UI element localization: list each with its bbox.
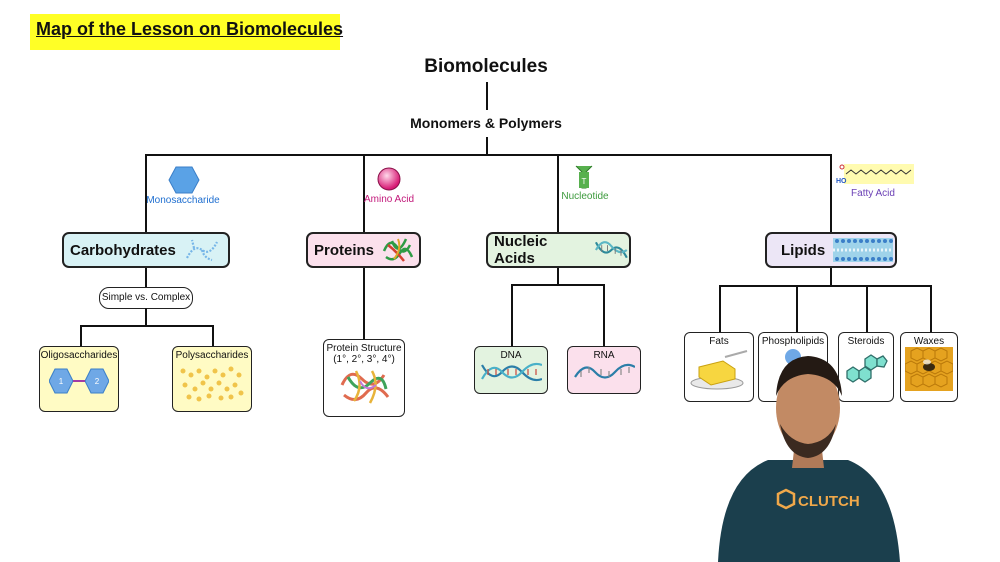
fats-box: Fats <box>684 332 754 402</box>
title-highlight <box>30 14 340 50</box>
category-proteins: Proteins <box>306 232 421 268</box>
dna-helix-icon <box>595 241 629 259</box>
connector-rna <box>603 284 605 347</box>
clutch-logo-icon <box>776 488 796 510</box>
honeycomb-bee-icon <box>904 347 954 391</box>
dna-label: DNA <box>500 350 522 361</box>
protein-ribbon-icon <box>382 238 414 262</box>
category-proteins-label: Proteins <box>314 241 375 259</box>
category-carbohydrates: Carbohydrates <box>62 232 230 268</box>
connector-carb-bar <box>80 325 213 327</box>
connector-lip-split <box>830 268 832 286</box>
oligosaccharides-label: Oligosaccharides <box>40 350 118 361</box>
monosaccharide-hexagon-icon <box>168 166 200 194</box>
protein-structure-label-line2: (1°, 2°, 3°, 4°) <box>333 354 395 365</box>
presenter-video-overlay: CLUTCH <box>718 356 900 562</box>
rna-label: RNA <box>593 350 615 361</box>
butter-dish-icon <box>690 350 748 390</box>
category-lipids-label: Lipids <box>781 241 826 259</box>
monosaccharide-label: Monosaccharide <box>146 195 220 206</box>
protein-structure-box: Protein Structure (1°, 2°, 3°, 4°) <box>323 339 405 417</box>
connector-prot <box>363 154 365 232</box>
connector-carb-pill <box>145 268 147 287</box>
lesson-title: Map of the Lesson on Biomolecules <box>36 19 344 39</box>
steroid-rings-icon <box>846 354 888 383</box>
fats-label: Fats <box>709 336 729 347</box>
oligo-unit-1: 1 <box>59 377 64 386</box>
connector-carb <box>145 154 147 232</box>
category-carbohydrates-label: Carbohydrates <box>70 241 176 259</box>
amino-acid-sphere-icon <box>377 167 401 191</box>
connector-lip-bar <box>719 285 932 287</box>
root-node-biomolecules: Biomolecules <box>424 56 548 77</box>
connector-main-bar <box>145 154 832 156</box>
disaccharide-icon: 1 2 <box>48 368 110 394</box>
simple-vs-complex-pill: Simple vs. Complex <box>99 287 193 309</box>
connector-steroids <box>866 285 868 332</box>
rna-box: RNA <box>567 346 641 394</box>
polysaccharide-network-icon <box>180 366 244 402</box>
connector-phospholipids <box>796 285 798 332</box>
connector-waxes <box>930 285 932 332</box>
connector-lip <box>830 154 832 232</box>
connector-nuc-bar <box>511 284 605 286</box>
amino-acid-label: Amino Acid <box>363 194 415 205</box>
quaternary-protein-icon <box>340 370 390 404</box>
presenter-shirt-text: CLUTCH <box>798 493 860 510</box>
category-lipids: Lipids <box>765 232 897 268</box>
connector-oligo <box>80 325 82 346</box>
category-nucleic-acids-label: Nucleic Acids <box>494 233 548 267</box>
connector-carb-split <box>145 308 147 326</box>
polysaccharides-label: Polysaccharides <box>175 350 249 361</box>
rna-strand-icon <box>574 363 636 379</box>
dna-box: DNA <box>474 346 548 394</box>
connector-fats <box>719 285 721 332</box>
category-nucleic-acids: Nucleic Acids <box>486 232 631 268</box>
steroids-label: Steroids <box>847 336 885 347</box>
connector-poly <box>212 325 214 346</box>
nucleotide-letter: T <box>582 177 587 186</box>
dna-double-helix-icon <box>481 362 543 382</box>
fatty-acid-label: Fatty Acid <box>851 188 895 199</box>
connector-root <box>486 82 488 110</box>
lipid-bilayer-icon <box>833 238 894 262</box>
oligo-unit-2: 2 <box>95 377 100 386</box>
oligosaccharides-box: Oligosaccharides 1 2 <box>39 346 119 412</box>
connector-dna <box>511 284 513 347</box>
connector-nuc-split <box>557 268 559 285</box>
waxes-label: Waxes <box>913 336 945 347</box>
waxes-box: Waxes <box>900 332 958 402</box>
nucleotide-label: Nucleotide <box>561 191 609 202</box>
nucleotide-icon: T <box>575 165 593 189</box>
polysaccharides-box: Polysaccharides <box>172 346 252 412</box>
fatty-acid-ho-text: HO <box>836 178 847 185</box>
node-monomers-polymers: Monomers & Polymers <box>410 115 562 131</box>
protein-structure-label-line1: Protein Structure <box>326 343 402 354</box>
polysaccharide-chain-icon <box>185 239 218 262</box>
connector-sub <box>486 137 488 155</box>
steroids-box: Steroids <box>838 332 894 402</box>
connector-nuc <box>557 154 559 232</box>
connector-protein-structure <box>363 268 365 340</box>
fatty-acid-chain-icon: HO <box>836 164 914 185</box>
phospholipids-label: Phospholipids <box>761 336 825 347</box>
